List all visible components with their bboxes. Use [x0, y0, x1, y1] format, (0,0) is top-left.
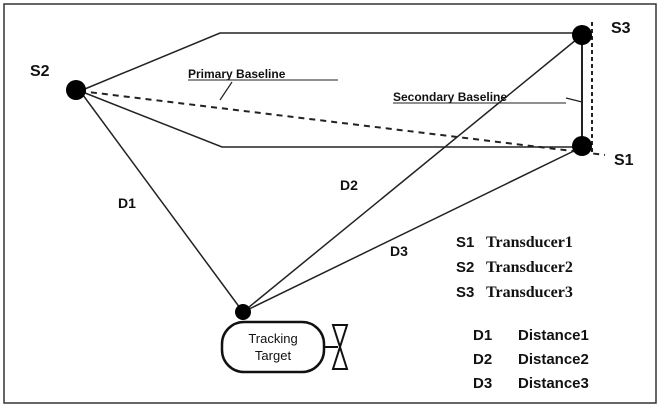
- legend-transducer-3-label: Transducer3: [486, 284, 573, 301]
- label-d1: D1: [118, 195, 136, 211]
- legend-distance-2-id: D2: [473, 351, 492, 368]
- distance-line-d1: [79, 90, 244, 313]
- secondary-baseline-label: Secondary Baseline: [393, 90, 507, 104]
- distance-line-d3: [242, 146, 583, 313]
- tracking-target-label-line1: Tracking: [248, 331, 297, 346]
- primary-baseline-label: Primary Baseline: [188, 67, 286, 81]
- label-s2: S2: [30, 63, 50, 80]
- legend-transducer-1-label: Transducer1: [486, 234, 573, 251]
- legend-transducer-2-id: S2: [456, 259, 474, 276]
- diagram-border: [3, 3, 657, 404]
- legend-distance-3-id: D3: [473, 375, 492, 392]
- primary-baseline-line: [79, 90, 606, 156]
- transducer-s3-dot: [572, 25, 592, 45]
- transducer-s2-dot: [66, 80, 86, 100]
- array-outline-top: [79, 32, 582, 92]
- label-d3: D3: [390, 243, 408, 259]
- target-propeller-top-icon: [331, 324, 349, 351]
- array-outline-bottom: [79, 90, 582, 148]
- transducer-s1-dot: [572, 136, 592, 156]
- label-d2: D2: [340, 177, 358, 193]
- legend-transducer-1-id: S1: [456, 234, 474, 251]
- secondary-baseline-leader: [565, 97, 583, 103]
- target-propeller-bottom-icon: [331, 343, 349, 370]
- legend-distance-2-label: Distance2: [518, 351, 589, 368]
- primary-baseline-leader: [219, 81, 233, 101]
- label-s1: S1: [614, 152, 634, 169]
- label-s3: S3: [611, 20, 631, 37]
- legend-transducer-3-id: S3: [456, 284, 474, 301]
- tracking-target-label-line2: Target: [255, 348, 292, 363]
- legend-transducer-2-label: Transducer2: [486, 259, 573, 276]
- legend-distance-1-id: D1: [473, 327, 492, 344]
- legend-distance-1-label: Distance1: [518, 327, 589, 344]
- target-antenna-dot: [235, 304, 251, 320]
- tracking-target-body: [220, 320, 326, 374]
- legend-distance-3-label: Distance3: [518, 375, 589, 392]
- distance-line-d2: [242, 34, 583, 313]
